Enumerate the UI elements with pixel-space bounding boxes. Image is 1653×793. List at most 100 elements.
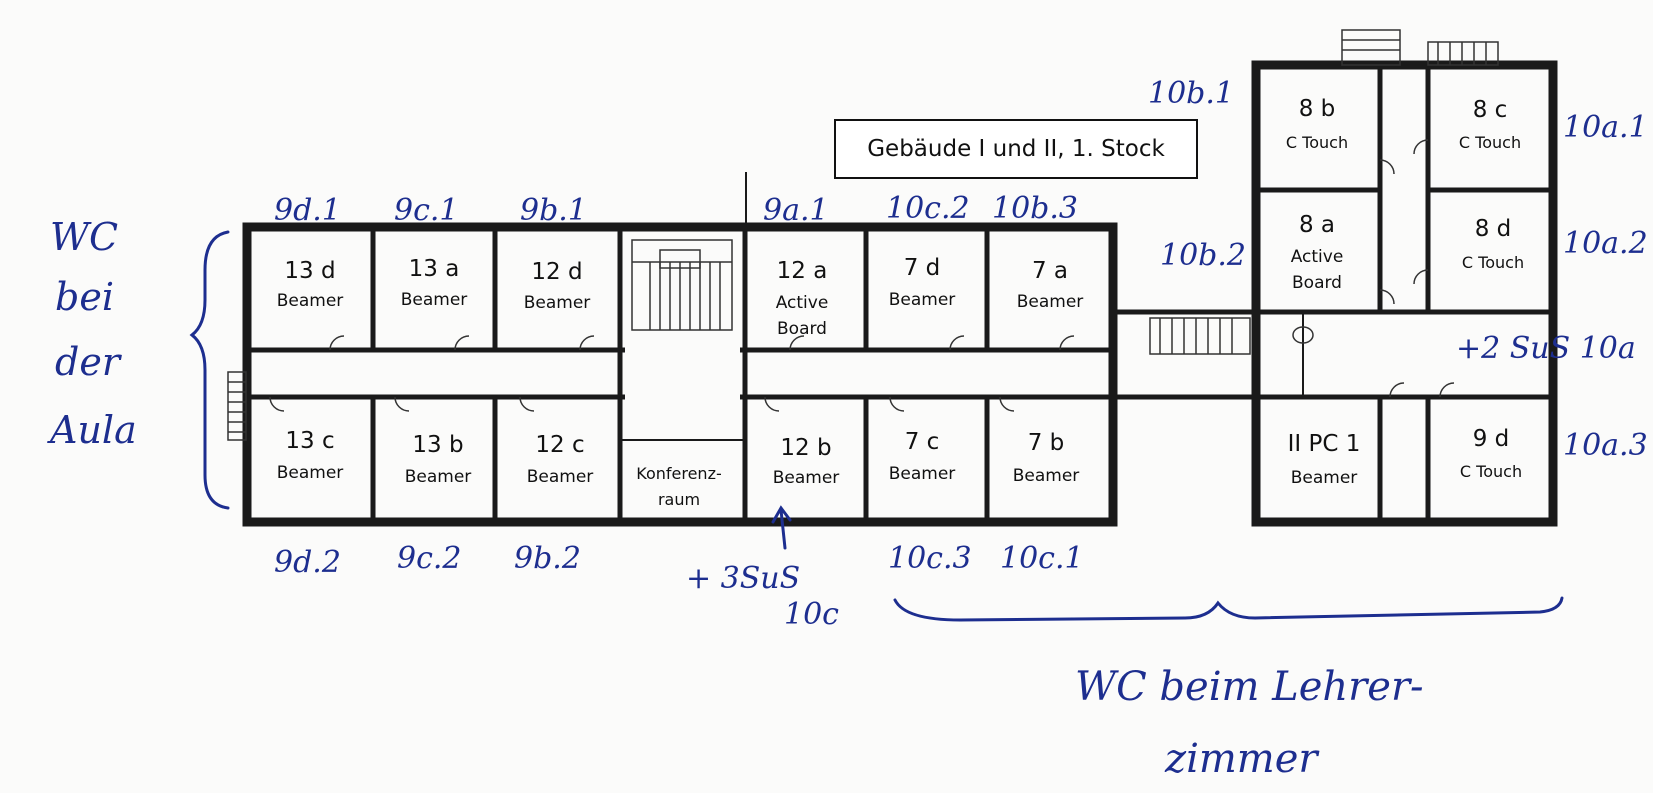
handwritten-note: + 3SuS — [686, 561, 800, 596]
room-8d: 8 d C Touch — [1462, 216, 1524, 272]
handwritten-label: 10b.3 — [992, 191, 1078, 226]
handwritten-label: 9c.2 — [397, 541, 462, 576]
room-12b: 12 b Beamer — [773, 435, 840, 488]
left-brace — [189, 230, 230, 510]
handwritten-note: WC beim Lehrer- — [1075, 664, 1424, 710]
handwritten-label: 9b.1 — [520, 193, 587, 228]
room-label: 8 c — [1473, 97, 1508, 123]
handwritten-extra-students: + 3SuS 10c — [686, 505, 839, 632]
handwritten-note: der — [55, 340, 123, 384]
room-equipment: Beamer — [1291, 468, 1358, 488]
handwritten-label: 9d.1 — [274, 193, 341, 228]
building-2-walls — [1251, 29, 1558, 527]
room-label: 9 d — [1473, 426, 1510, 452]
room-equipment: Beamer — [773, 468, 840, 488]
room-8b: 8 b C Touch — [1286, 96, 1348, 152]
room-equipment: C Touch — [1460, 462, 1522, 481]
room-label: 13 d — [284, 258, 335, 284]
room-equipment: Beamer — [401, 290, 468, 310]
handwritten-label: 10a.3 — [1563, 428, 1648, 463]
building-1-walls — [242, 172, 1118, 527]
room-ii-pc1: II PC 1 Beamer — [1288, 431, 1361, 488]
room-equipment: C Touch — [1286, 133, 1348, 152]
room-label: 8 a — [1299, 212, 1335, 238]
room-7a: 7 a Beamer — [1017, 258, 1084, 312]
room-label: 13 b — [412, 432, 463, 458]
room-13a: 13 a Beamer — [401, 256, 468, 310]
room-equipment: Beamer — [527, 467, 594, 487]
handwritten-wc-aula: WC bei der Aula — [47, 215, 230, 510]
plan-title: Gebäude I und II, 1. Stock — [834, 119, 1198, 179]
handwritten-note: 10c — [784, 597, 839, 632]
room-9d: 9 d C Touch — [1460, 426, 1522, 481]
room-label: 7 b — [1028, 430, 1065, 456]
handwritten-label: 9a.1 — [763, 193, 829, 228]
room-7d: 7 d Beamer — [889, 255, 956, 310]
handwritten-top-labels: 9d.1 9c.1 9b.1 9a.1 10c.2 10b.3 — [274, 191, 1078, 228]
room-label: 8 d — [1475, 216, 1512, 242]
room-equipment: Board — [777, 319, 827, 339]
room-equipment: Beamer — [277, 463, 344, 483]
room-label: 8 b — [1299, 96, 1336, 122]
door-swings-1 — [269, 335, 1075, 412]
room-equipment: Active — [776, 293, 829, 313]
handwritten-right-labels: 10b.1 10b.2 10a.1 10a.2 +2 SuS 10a 10a.3 — [1148, 76, 1648, 463]
handwritten-note: Aula — [47, 408, 137, 452]
room-equipment: Beamer — [1013, 466, 1080, 486]
handwritten-wc-lehrer: WC beim Lehrer- zimmer — [893, 596, 1564, 782]
room-8c: 8 c C Touch — [1459, 97, 1521, 152]
room-8a: 8 a Active Board — [1291, 212, 1344, 293]
handwritten-label: 10c.1 — [1000, 541, 1084, 576]
handwritten-label: 10c.3 — [888, 541, 972, 576]
room-label: 7 c — [905, 429, 940, 455]
handwritten-note: zimmer — [1164, 736, 1320, 782]
room-label: 7 d — [904, 255, 941, 281]
room-label: 12 d — [531, 259, 582, 285]
room-label: Konferenz- — [636, 464, 721, 483]
room-label: 13 c — [285, 428, 334, 454]
room-konferenzraum: Konferenz- raum — [636, 464, 721, 509]
room-equipment: Beamer — [524, 293, 591, 313]
room-equipment: Beamer — [277, 291, 344, 311]
connector — [1113, 309, 1256, 400]
room-equipment: Beamer — [889, 464, 956, 484]
room-equipment: Beamer — [889, 290, 956, 310]
room-13d: 13 d Beamer — [277, 258, 344, 311]
handwritten-label: 10c.2 — [886, 191, 970, 226]
handwritten-label: 10a.1 — [1563, 110, 1648, 145]
handwritten-label: 10b.1 — [1148, 76, 1234, 111]
room-label: 12 c — [535, 432, 584, 458]
handwritten-label: 9c.1 — [394, 193, 459, 228]
handwritten-note: WC — [50, 215, 118, 259]
left-stair — [227, 371, 247, 441]
room-equipment: Beamer — [1017, 292, 1084, 312]
room-label: 7 a — [1032, 258, 1068, 284]
handwritten-label: 9b.2 — [514, 541, 581, 576]
handwritten-label: 9d.2 — [274, 545, 341, 580]
handwritten-bottom-labels: 9d.2 9c.2 9b.2 10c.3 10c.1 — [274, 541, 1084, 580]
room-12c: 12 c Beamer — [527, 432, 594, 487]
handwritten-note: +2 SuS 10a — [1456, 331, 1636, 366]
room-7b: 7 b Beamer — [1013, 430, 1080, 486]
bottom-brace — [893, 596, 1564, 622]
room-label: 12 b — [780, 435, 831, 461]
room-label: 13 a — [409, 256, 460, 282]
room-equipment: Active — [1291, 247, 1344, 267]
room-13c: 13 c Beamer — [277, 428, 344, 483]
room-12a: 12 a Active Board — [776, 258, 829, 339]
room-equipment: C Touch — [1459, 133, 1521, 152]
stairwell-1 — [631, 239, 733, 331]
room-13b: 13 b Beamer — [405, 432, 472, 487]
room-12d: 12 d Beamer — [524, 259, 591, 313]
room-label: 12 a — [777, 258, 828, 284]
handwritten-note: bei — [55, 275, 114, 319]
room-equipment: Board — [1292, 273, 1342, 293]
handwritten-label: 10a.2 — [1563, 226, 1648, 261]
handwritten-label: 10b.2 — [1160, 238, 1246, 273]
room-equipment: C Touch — [1462, 253, 1524, 272]
room-label: II PC 1 — [1288, 431, 1361, 457]
room-equipment: Beamer — [405, 467, 472, 487]
room-label: raum — [658, 490, 700, 509]
room-7c: 7 c Beamer — [889, 429, 956, 484]
